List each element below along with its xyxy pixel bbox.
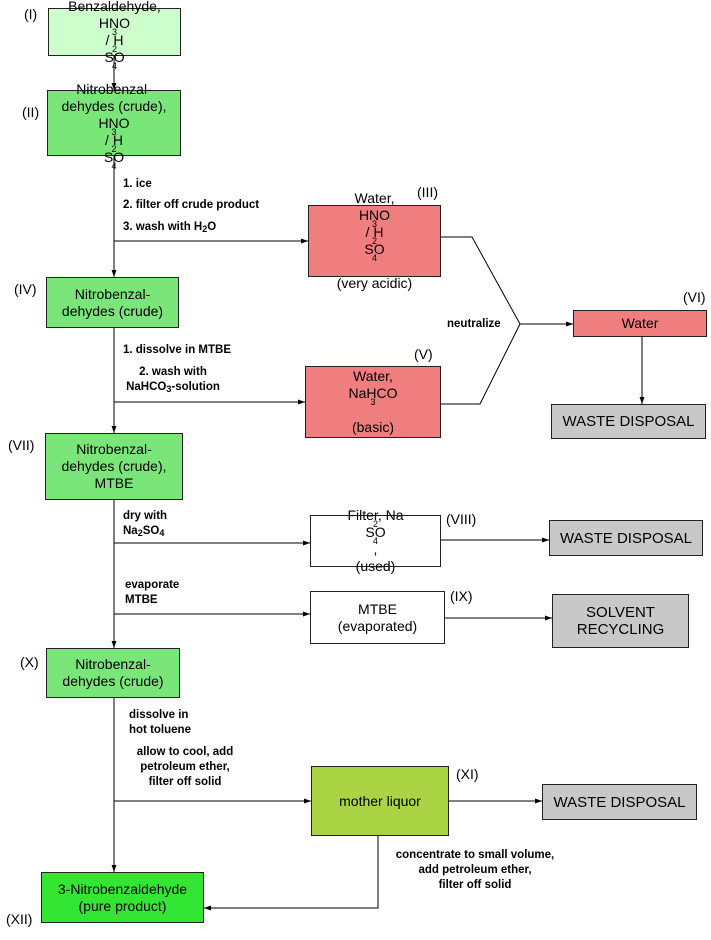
box-pure-product: 3-Nitrobenzaldehyde(pure product) bbox=[41, 872, 204, 923]
node-label-VIII: (VIII) bbox=[446, 511, 477, 527]
node-label-VI: (VI) bbox=[683, 289, 706, 305]
box-waste-disposal-water: WASTE DISPOSAL bbox=[551, 404, 706, 439]
box-evaporated-mtbe: MTBE(evaporated) bbox=[310, 591, 445, 644]
box-waste-disposal-filter: WASTE DISPOSAL bbox=[549, 520, 703, 556]
node-label-III: (III) bbox=[417, 184, 438, 200]
node-label-V: (V) bbox=[414, 346, 433, 362]
node-label-X: (X) bbox=[20, 654, 39, 670]
box-mother-liquor: mother liquor bbox=[311, 766, 449, 836]
neutralize-line-acidic bbox=[441, 236, 521, 325]
arrow-XI-to-XII bbox=[204, 836, 379, 911]
node-label-XI: (XI) bbox=[456, 766, 479, 782]
box-crude-nitrobenzaldehydes-2: Nitrobenzal-dehydes (crude) bbox=[46, 648, 180, 698]
step-filter-crude: 2. filter off crude product bbox=[123, 199, 260, 211]
step-neutralize: neutralize bbox=[447, 318, 501, 330]
node-label-II: (II) bbox=[22, 104, 40, 120]
box-combined-water: Water bbox=[573, 310, 707, 337]
box-crude-nitrobenzaldehydes-1: Nitrobenzal-dehydes (crude) bbox=[46, 277, 179, 328]
neutralize-line-basic bbox=[441, 323, 521, 405]
node-label-I: (I) bbox=[24, 6, 38, 22]
step-concentrate: concentrate to small volume,add petroleu… bbox=[395, 849, 555, 891]
box-waste-disposal-mother-liquor: WASTE DISPOSAL bbox=[542, 784, 697, 820]
node-label-VII: (VII) bbox=[8, 437, 35, 453]
step-ice: 1. ice bbox=[123, 178, 152, 190]
node-label-IX: (IX) bbox=[450, 588, 473, 604]
node-label-IV: (IV) bbox=[14, 281, 37, 297]
node-label-XII: (XII) bbox=[6, 911, 33, 927]
step-wash-water: 3. wash with H2O bbox=[123, 221, 217, 234]
box-crude-in-mtbe: Nitrobenzal-dehydes (crude),MTBE bbox=[45, 433, 183, 500]
step-dissolve-mtbe: 1. dissolve in MTBE bbox=[123, 344, 231, 356]
